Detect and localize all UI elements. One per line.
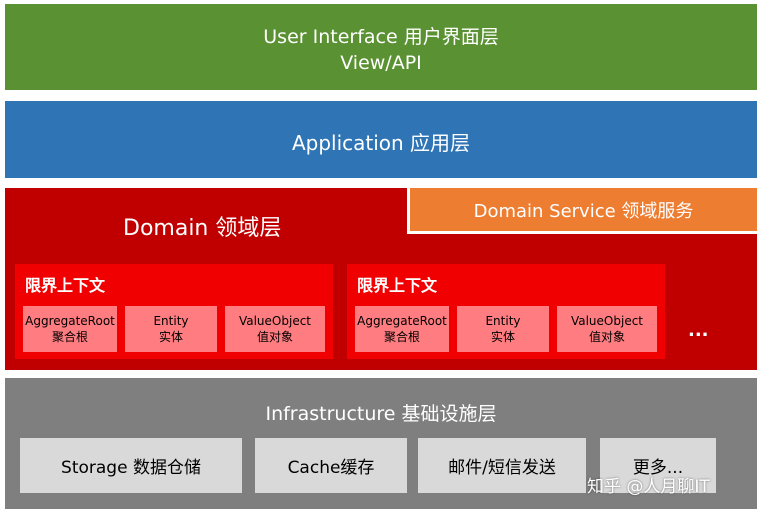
domain-more-ellipsis: ... <box>688 320 709 341</box>
bounded-context-title: 限界上下文 <box>357 276 438 295</box>
storage-box: Storage 数据仓储 <box>20 438 242 493</box>
value-object-cell: ValueObject 值对象 <box>557 306 657 352</box>
ui-layer-subtitle: View/API <box>340 52 422 74</box>
cell-label-zh: 实体 <box>158 330 183 344</box>
watermark: 知乎 @人月聊IT <box>587 477 710 497</box>
infrastructure-layer-title: Infrastructure 基础设施层 <box>265 403 497 425</box>
bounded-context-2: 限界上下文 AggregateRoot 聚合根 Entity 实体 ValueO… <box>347 264 665 359</box>
cell-label-zh: 聚合根 <box>383 330 420 344</box>
domain-layer: Domain 领域层 Domain Service 领域服务 限界上下文 Agg… <box>5 188 757 370</box>
cell-label-en: Entity <box>485 314 521 328</box>
ui-layer-title: User Interface 用户界面层 <box>263 26 499 48</box>
application-layer: Application 应用层 <box>5 101 757 178</box>
cell-label-zh: 实体 <box>490 330 515 344</box>
aggregate-root-cell: AggregateRoot 聚合根 <box>23 306 117 352</box>
application-layer-title: Application 应用层 <box>291 131 471 155</box>
cell-label-zh: 值对象 <box>256 330 293 344</box>
mail-sms-box: 邮件/短信发送 <box>418 438 586 493</box>
bounded-context-1: 限界上下文 AggregateRoot 聚合根 Entity 实体 ValueO… <box>15 264 333 359</box>
domain-layer-title: Domain 领域层 <box>123 216 282 241</box>
cell-label-zh: 聚合根 <box>51 330 88 344</box>
aggregate-root-cell: AggregateRoot 聚合根 <box>355 306 449 352</box>
user-interface-layer: User Interface 用户界面层 View/API <box>5 4 757 90</box>
cell-label-en: ValueObject <box>238 314 312 328</box>
bounded-context-title: 限界上下文 <box>25 276 106 295</box>
domain-service-box: Domain Service 领域服务 <box>407 188 757 234</box>
cell-label-zh: 值对象 <box>588 330 625 344</box>
cell-label-en: AggregateRoot <box>357 314 447 328</box>
cell-label-en: ValueObject <box>570 314 644 328</box>
entity-cell: Entity 实体 <box>125 306 217 352</box>
more-box: 更多... <box>600 438 716 493</box>
cache-box: Cache缓存 <box>255 438 407 493</box>
entity-cell: Entity 实体 <box>457 306 549 352</box>
cell-label-en: Entity <box>153 314 189 328</box>
infrastructure-layer: Infrastructure 基础设施层 Storage 数据仓储 Cache缓… <box>5 378 757 509</box>
value-object-cell: ValueObject 值对象 <box>225 306 325 352</box>
cell-label-en: AggregateRoot <box>25 314 115 328</box>
